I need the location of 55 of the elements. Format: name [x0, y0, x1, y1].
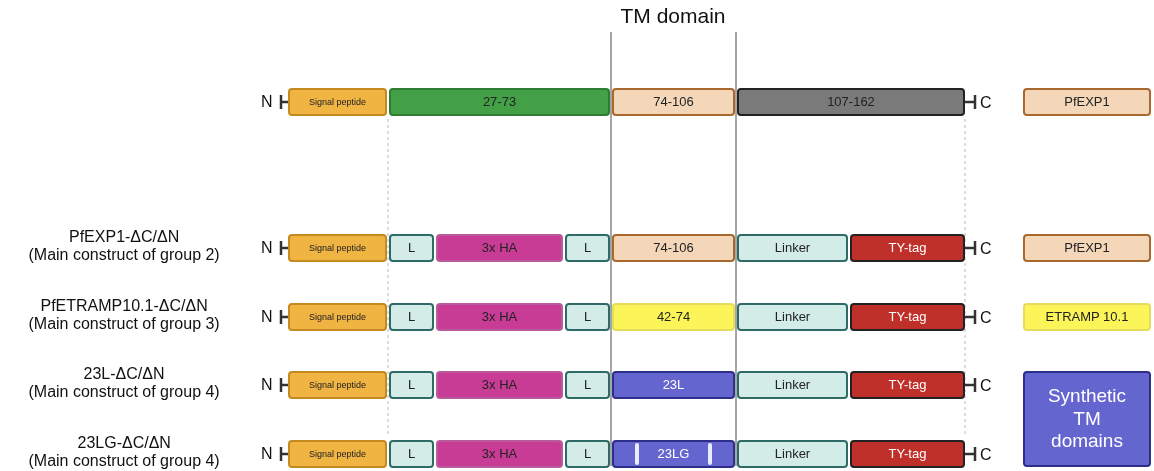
domain-box: Linker: [737, 371, 848, 399]
domain-box: L: [389, 234, 434, 262]
domain-box: 74-106: [612, 88, 735, 116]
terminus-label: C: [980, 446, 992, 464]
construct-name: 23LG-ΔC/ΔN: [77, 434, 171, 452]
domain-box: 23L: [612, 371, 735, 399]
construct-name: 23L-ΔC/ΔN: [83, 365, 165, 383]
domain-box: PfEXP1: [1023, 88, 1151, 116]
domain-box: 23LG: [612, 440, 735, 468]
domain-box: Signal peptide: [288, 371, 387, 399]
domain-box: Linker: [737, 303, 848, 331]
domain-box: L: [389, 371, 434, 399]
construct-description: (Main construct of group 4): [28, 383, 220, 401]
domain-box: 3x HA: [436, 234, 563, 262]
terminus-label: C: [980, 94, 992, 112]
domain-box: 42-74: [612, 303, 735, 331]
domain-box: TY-tag: [850, 234, 965, 262]
terminus-label: N: [261, 93, 273, 111]
construct-name: PfEXP1-ΔC/ΔN: [69, 228, 180, 246]
domain-box: 107-162: [737, 88, 965, 116]
domain-box: Synthetic TM domains: [1023, 371, 1151, 467]
domain-box: TY-tag: [850, 371, 965, 399]
section-heading: TM domain: [620, 4, 726, 28]
domain-box: L: [389, 440, 434, 468]
terminus-label: N: [261, 239, 273, 257]
domain-box: L: [565, 440, 610, 468]
domain-box: L: [565, 234, 610, 262]
construct-name: PfETRAMP10.1-ΔC/ΔN: [40, 297, 208, 315]
domain-box: L: [389, 303, 434, 331]
terminus-label: N: [261, 308, 273, 326]
domain-box: PfEXP1: [1023, 234, 1151, 262]
construct-description: (Main construct of group 3): [28, 315, 220, 333]
terminus-label: C: [980, 240, 992, 258]
domain-box: Linker: [737, 440, 848, 468]
construct-description: (Main construct of group 2): [28, 246, 220, 264]
terminus-label: C: [980, 377, 992, 395]
domain-box: 27-73: [389, 88, 610, 116]
terminus-label: N: [261, 445, 273, 463]
domain-box: Linker: [737, 234, 848, 262]
terminus-label: C: [980, 309, 992, 327]
domain-box: L: [565, 371, 610, 399]
domain-box: Signal peptide: [288, 440, 387, 468]
domain-box: L: [565, 303, 610, 331]
domain-box: TY-tag: [850, 440, 965, 468]
domain-box: 3x HA: [436, 303, 563, 331]
domain-box: 3x HA: [436, 371, 563, 399]
domain-box: Signal peptide: [288, 234, 387, 262]
domain-box: TY-tag: [850, 303, 965, 331]
domain-box: 74-106: [612, 234, 735, 262]
domain-box: 3x HA: [436, 440, 563, 468]
domain-box: ETRAMP 10.1: [1023, 303, 1151, 331]
domain-box: Signal peptide: [288, 303, 387, 331]
construct-description: (Main construct of group 4): [28, 452, 220, 470]
domain-box: Signal peptide: [288, 88, 387, 116]
terminus-label: N: [261, 376, 273, 394]
